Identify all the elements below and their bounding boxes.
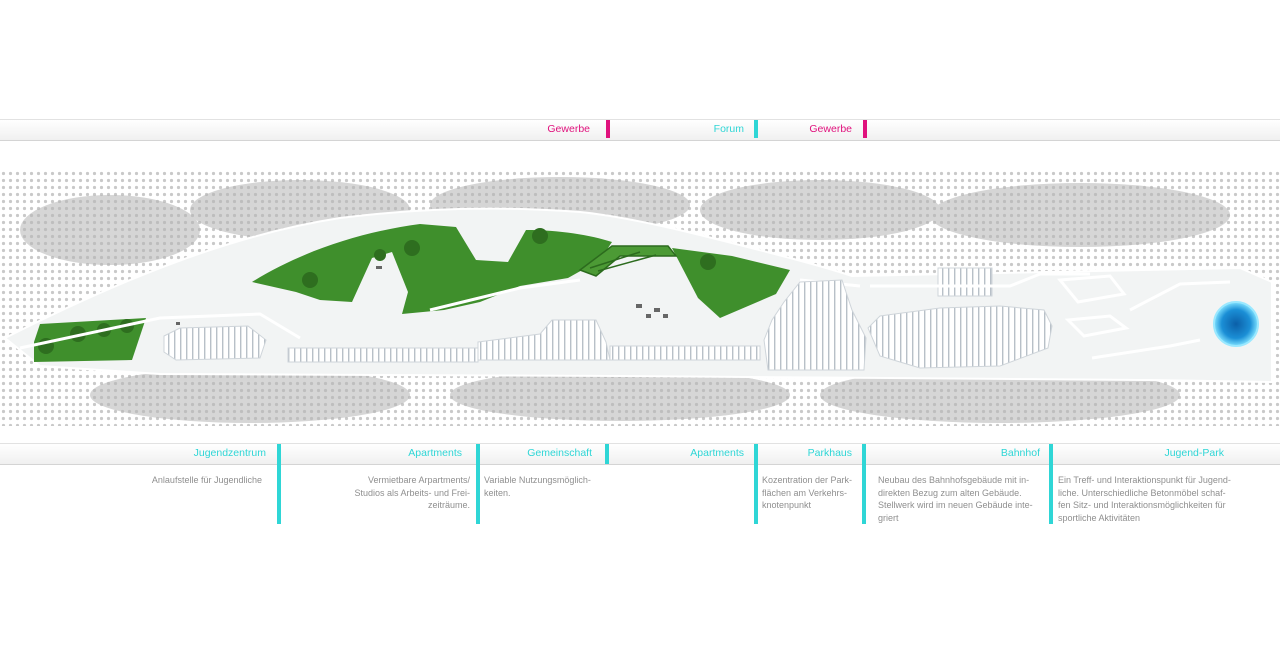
building-apartments-west [287,347,479,363]
zone-marker-parkhaus [862,444,866,524]
zone-name-jugendzentrum: Jugendzentrum [193,447,266,459]
top-label-forum: Forum [713,123,744,135]
building-parkhaus [763,279,867,371]
zone-desc-parkhaus: Kozentration der Park- flächen am Verkeh… [762,475,853,510]
lawn-left [34,318,146,362]
zone-name-jugend-park: Jugend-Park [1164,447,1224,459]
building-bahnhof [867,267,1053,369]
building-gemeinschaft [477,319,611,361]
lawn-central [252,224,612,314]
top-label-marker-forum [754,120,758,138]
top-label-gewerbe-2: Gewerbe [809,123,852,135]
building-apartments-east [609,345,761,361]
zone-desc-gemeinschaft: Variable Nutzungsmöglich- keiten. [484,475,591,498]
top-label-gewerbe-1: Gewerbe [547,123,590,135]
zone-name-parkhaus: Parkhaus [807,447,852,459]
zone-marker-apartments-2 [754,444,758,524]
zone-name-apartments-2: Apartments [690,447,744,459]
jugend-park-furniture [870,272,1231,360]
zone-name-bahnhof: Bahnhof [1000,447,1040,459]
pool-icon [1213,301,1259,347]
zone-marker-gemeinschaft [605,444,609,464]
zone-label-band [0,443,1280,465]
surrounding-shadows [20,177,1230,423]
top-label-marker-gewerbe-1 [606,120,610,138]
zone-name-apartments-1: Apartments [408,447,462,459]
zone-name-gemeinschaft: Gemeinschaft [527,447,592,459]
building-jugendzentrum [163,325,267,361]
zone-marker-bahnhof [1049,444,1053,524]
zone-marker-apartments-1 [476,444,480,524]
top-label-band [0,119,1280,141]
zone-desc-jugend-park: Ein Treff- und Interaktionspunkt für Jug… [1058,475,1231,523]
zone-desc-apartments-1: Vermietbare Arpartments/ Studios als Arb… [354,475,470,510]
terrace-steps [578,245,678,277]
site-plan [0,170,1280,426]
zone-desc-jugendzentrum: Anlaufstelle für Jugendliche [151,475,262,485]
zone-marker-jugendzentrum [277,444,281,524]
zone-desc-bahnhof: Neubau des Bahnhofsgebäude mit in- direk… [878,475,1033,523]
top-label-marker-gewerbe-2 [863,120,867,138]
tree-icon [302,228,716,288]
